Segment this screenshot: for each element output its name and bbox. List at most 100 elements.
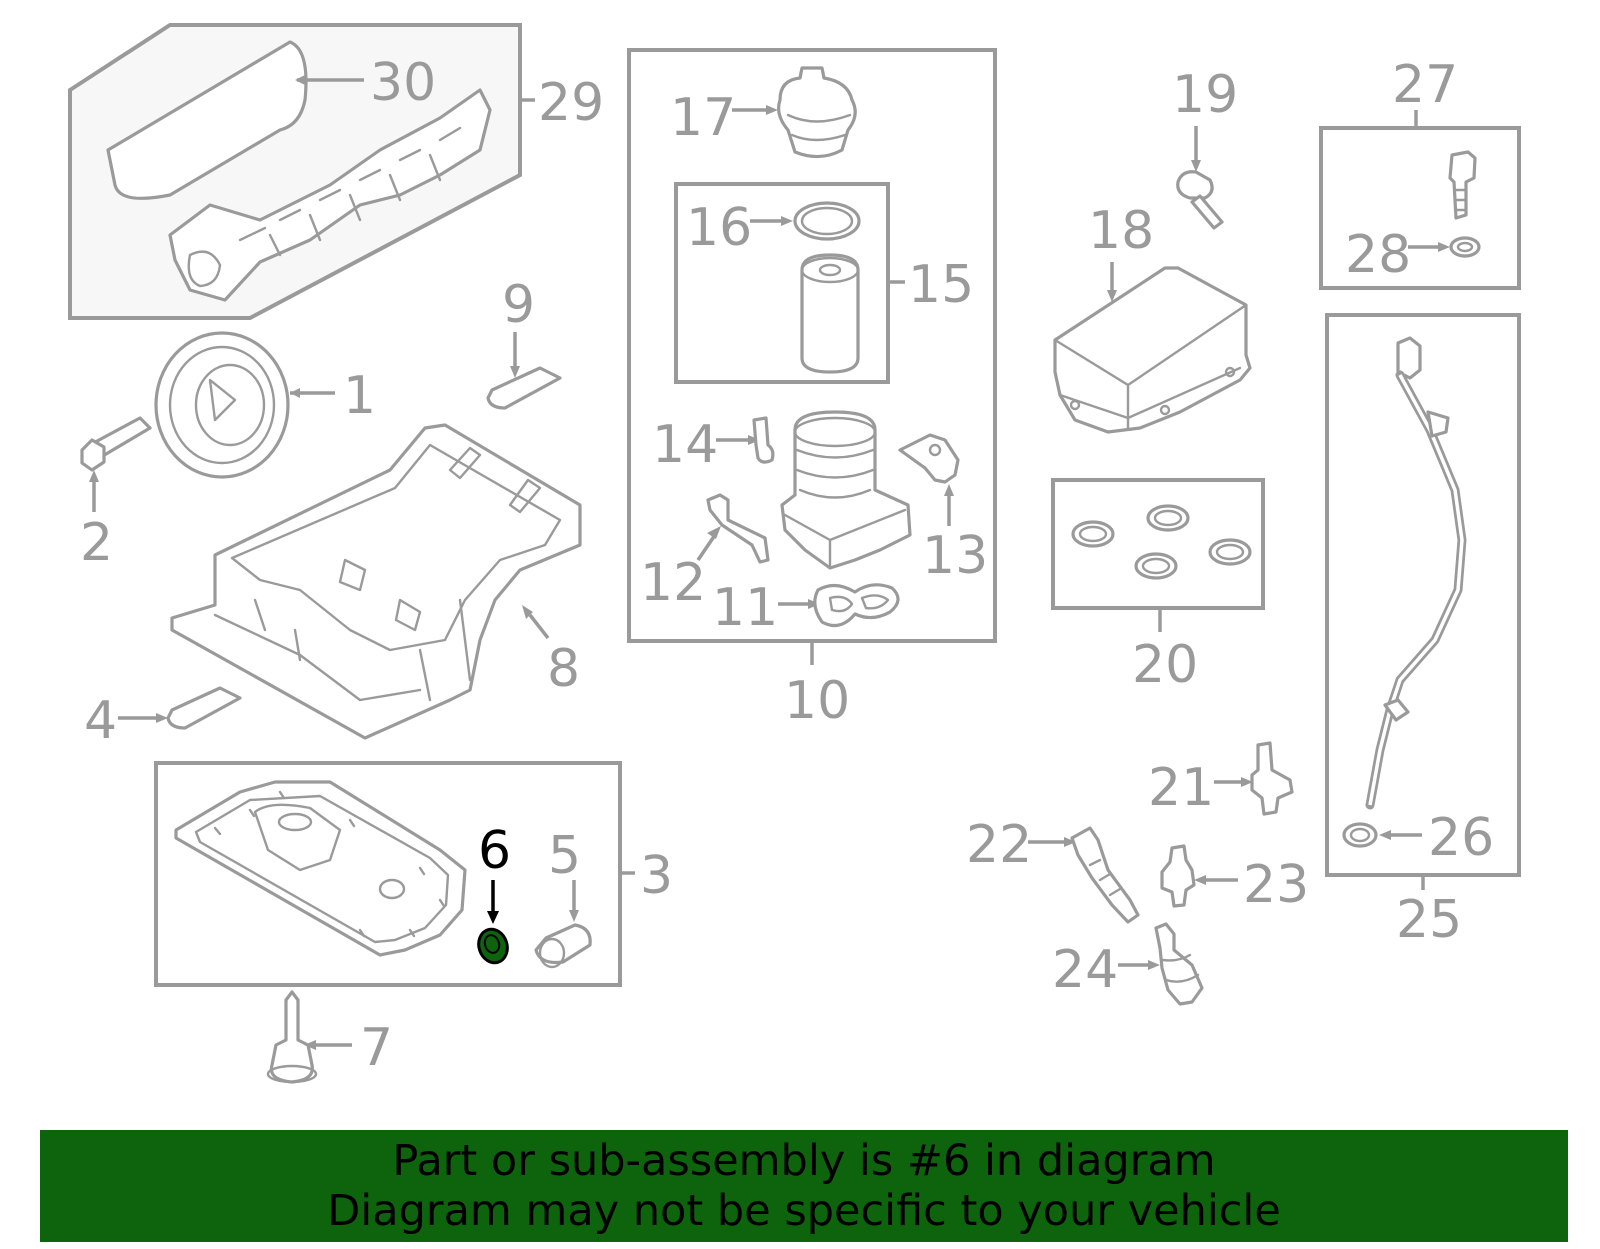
sensor-27-group: 27 28	[1319, 55, 1521, 290]
cooler-bolt-head-part	[1176, 170, 1214, 200]
seal-ring-a-inner	[1078, 525, 1108, 543]
box-27	[1319, 126, 1521, 290]
arrow-1	[290, 388, 300, 398]
cooler-hole-2	[1224, 366, 1236, 378]
callout-9: 9	[502, 275, 535, 335]
callout-2: 2	[80, 513, 113, 573]
arrow-2	[89, 470, 99, 482]
seal-ring-b-inner	[1153, 509, 1183, 527]
seal-ring-c	[1134, 552, 1178, 580]
o-ring-inner	[800, 206, 854, 236]
callout-24: 24	[1052, 940, 1118, 1000]
oil-cooler-part	[1053, 266, 1252, 434]
manifold-inlet-part	[187, 250, 222, 288]
seal-ring-d-inner	[1215, 543, 1245, 561]
switch-seal-inner	[1456, 241, 1474, 253]
oil-filter-element-part	[800, 253, 860, 374]
callout-28: 28	[1345, 225, 1411, 285]
callout-23: 23	[1243, 855, 1309, 915]
callout-16: 16	[686, 198, 752, 258]
cooler-hole-3	[1159, 404, 1171, 416]
callout-30: 30	[370, 53, 436, 113]
housing-gasket-part	[813, 583, 900, 628]
arrow-5	[569, 910, 579, 922]
pin-9-group: 9	[486, 275, 562, 410]
arrow-23	[1194, 875, 1206, 885]
sensors-group: 21 22 23 24	[966, 741, 1309, 1006]
housing-ribs	[795, 448, 875, 499]
lower-oil-pan-part	[174, 780, 467, 957]
dowel-pin-part	[486, 366, 562, 410]
cooler-edges	[1053, 303, 1248, 430]
callout-4: 4	[84, 691, 117, 751]
sensor-base	[266, 1064, 318, 1084]
cooler-base-flange	[1058, 366, 1242, 420]
leader-12	[696, 534, 717, 561]
arrow-28	[1438, 242, 1450, 252]
callout-8: 8	[547, 639, 580, 699]
oil-level-switch-part	[1070, 826, 1140, 924]
callout-29: 29	[538, 73, 604, 133]
arrow-16	[781, 216, 793, 226]
arrow-7	[304, 1040, 316, 1050]
dipstick-clip	[1426, 410, 1450, 438]
arrow-13	[944, 484, 954, 496]
callout-7: 7	[360, 1018, 393, 1078]
pin-4-group: 4	[84, 686, 242, 751]
arrow-26	[1379, 830, 1391, 840]
cooler-hole-1	[1069, 399, 1081, 411]
callout-13: 13	[922, 526, 988, 586]
housing-top	[793, 416, 877, 448]
housing-base-edges	[783, 508, 907, 568]
quality-sensor-ridges	[1161, 953, 1200, 983]
callout-18: 18	[1088, 201, 1154, 261]
callout-27: 27	[1392, 55, 1458, 115]
engine-cover-group: 30 29	[68, 23, 604, 320]
seal-ring-b	[1146, 504, 1190, 532]
seal-kit-group: 20	[1051, 478, 1265, 695]
switch-threads	[1454, 188, 1468, 212]
callout-17: 17	[670, 88, 736, 148]
oil-cooler-group: 18	[1053, 201, 1252, 434]
lower-pan-group: 3 5 6	[154, 761, 673, 987]
filter-top	[800, 256, 860, 284]
banner-line-2: Diagram may not be specific to your vehi…	[327, 1186, 1281, 1236]
callout-11: 11	[712, 578, 778, 638]
callout-25: 25	[1396, 890, 1462, 950]
lower-pan-flange	[194, 794, 450, 944]
arrow-17	[766, 105, 778, 115]
engine-cover-pad-part	[106, 40, 308, 200]
callout-12: 12	[640, 553, 706, 613]
arrow-22	[1064, 837, 1076, 847]
drain-plug-part	[534, 923, 592, 965]
oil-pressure-sensor-part	[1160, 844, 1196, 908]
filter-housing-group: 10 17 15 16 14 13	[627, 48, 997, 731]
gasket-hole	[483, 934, 501, 954]
seal-ring-a	[1071, 520, 1115, 548]
filter-cap-part	[777, 66, 857, 159]
drain-plug-face	[538, 937, 566, 969]
lower-pan-sump	[253, 803, 342, 872]
arrow-24	[1148, 960, 1160, 970]
arrow-6	[487, 911, 499, 924]
housing-bracket-part	[898, 433, 960, 484]
callout-6: 6	[478, 821, 511, 881]
callout-5: 5	[548, 826, 581, 886]
crank-pulley-part	[154, 331, 290, 479]
oil-pressure-switch-part	[1448, 150, 1477, 220]
callout-14: 14	[652, 415, 718, 475]
callout-1: 1	[343, 366, 376, 426]
cooler-bolt-shank-part	[1190, 194, 1224, 230]
callout-15: 15	[908, 255, 974, 315]
part-notice-banner: Part or sub-assembly is #6 in diagram Di…	[40, 1130, 1568, 1242]
alignment-pin-part	[166, 686, 242, 730]
callout-26: 26	[1428, 808, 1494, 868]
manifold-ribs	[238, 126, 462, 257]
callout-21: 21	[1148, 758, 1214, 818]
housing-gasket-bracket-part	[706, 493, 770, 564]
callout-19: 19	[1172, 65, 1238, 125]
lower-pan-hole	[277, 812, 313, 832]
dipstick-collar	[1383, 698, 1410, 722]
switch-seal-ring-part	[1449, 236, 1481, 258]
